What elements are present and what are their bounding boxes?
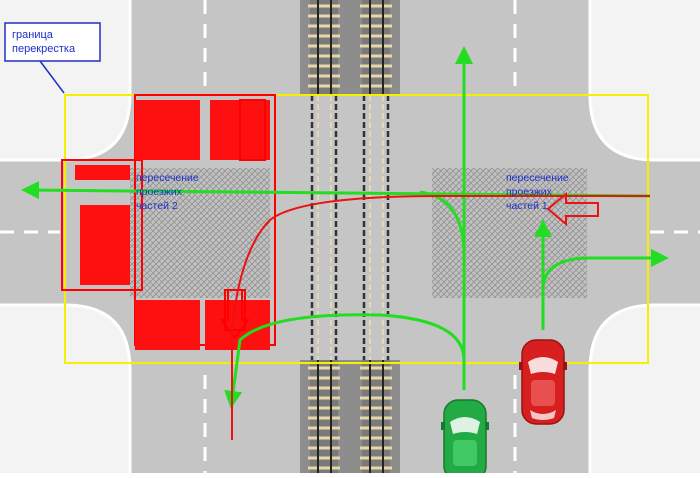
crossing-zone-2 xyxy=(130,168,270,298)
curb-bottom-right xyxy=(588,303,656,371)
crossing-label-1: пересечение проезжих частей 1 xyxy=(506,172,569,212)
green-path-u-turn xyxy=(224,313,466,409)
crossing-label-1-line3: частей 1 xyxy=(506,200,548,212)
crossing-label-2-line2: проезжих xyxy=(136,186,183,198)
crossing-zone-1 xyxy=(432,168,587,298)
red-marking-block xyxy=(61,94,276,350)
curb-top-right xyxy=(588,94,656,162)
callout-pointer xyxy=(39,60,65,94)
crossing-label-2: пересечение проезжих частей 2 xyxy=(136,172,199,212)
crossing-label-1-line2: проезжих xyxy=(506,186,553,198)
crossing-label-2-line3: частей 2 xyxy=(136,200,178,212)
boundary-label-line2: перекрестка xyxy=(12,43,76,55)
railway-track-bottom xyxy=(308,360,392,473)
boundary-label-line1: граница xyxy=(12,29,54,41)
red-path-left-turn xyxy=(231,195,650,331)
crossing-label-1-line1: пересечение xyxy=(506,172,569,184)
crossing-label-2-line1: пересечение xyxy=(136,172,199,184)
red-car xyxy=(519,339,567,425)
red-paths xyxy=(231,191,650,440)
boundary-callout: граница перекрестка xyxy=(4,22,101,94)
railway-track-top xyxy=(308,0,392,95)
curb-bottom-left xyxy=(64,303,132,371)
green-car xyxy=(441,399,489,478)
intersection-boundary xyxy=(64,94,649,364)
red-arrow-outline xyxy=(546,191,599,227)
